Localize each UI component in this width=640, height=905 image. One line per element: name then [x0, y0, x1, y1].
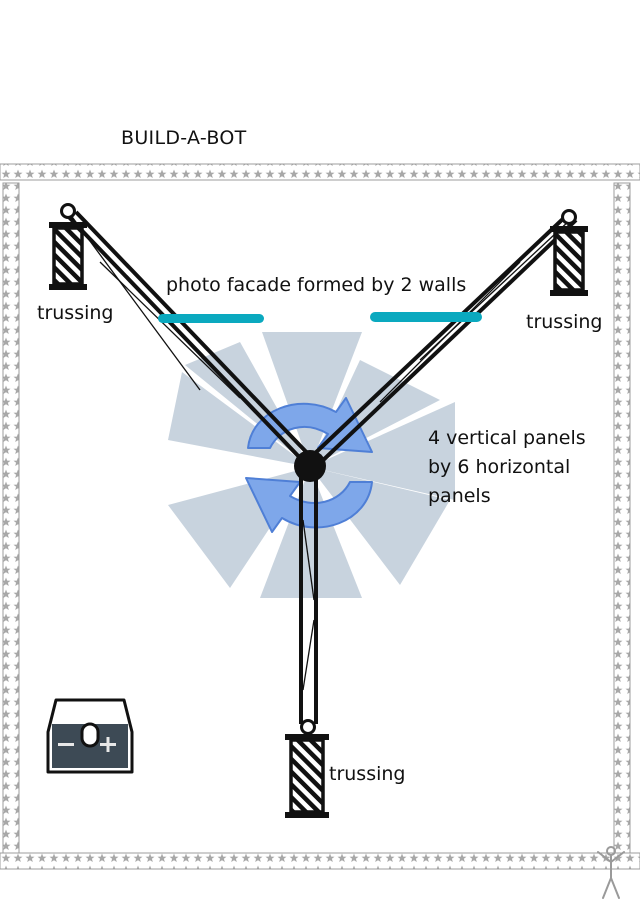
border-bottom	[0, 852, 640, 870]
battery-icon	[46, 698, 134, 774]
border-top	[0, 163, 640, 181]
facade-wall-left	[158, 314, 264, 323]
truss-label-top-left: trussing	[37, 302, 113, 324]
truss-tower-top-right	[550, 209, 588, 296]
truss-tower-bottom	[285, 719, 329, 818]
panels-label-line-2: by 6 horizontal	[428, 456, 570, 478]
arm-right	[308, 214, 578, 467]
facade-label: photo facade formed by 2 walls	[166, 274, 466, 296]
room-border	[0, 163, 640, 870]
page-title: BUILD-A-BOT	[121, 127, 247, 149]
sweep-wedge	[168, 372, 310, 467]
rotation-arrow-lower	[245, 477, 373, 533]
sweep-wedge	[310, 402, 455, 500]
rotation-arrow-upper	[247, 397, 373, 453]
person-icon	[597, 846, 625, 899]
border-left	[2, 182, 20, 862]
facade-wall-right	[370, 312, 482, 322]
truss-label-bottom: trussing	[329, 763, 405, 785]
truss-label-top-right: trussing	[526, 311, 602, 333]
border-right	[613, 182, 631, 862]
arm-left	[64, 210, 314, 464]
arm-bottom	[299, 468, 318, 724]
rotation-arrows-icon	[245, 397, 373, 533]
truss-tower-top-left	[49, 203, 87, 290]
sweep-wedge	[260, 467, 362, 598]
pivot-hub-icon	[294, 450, 326, 482]
sweep-wedge	[262, 332, 362, 467]
panels-label-line-1: 4 vertical panels	[428, 427, 586, 449]
panels-label-line-3: panels	[428, 485, 491, 507]
